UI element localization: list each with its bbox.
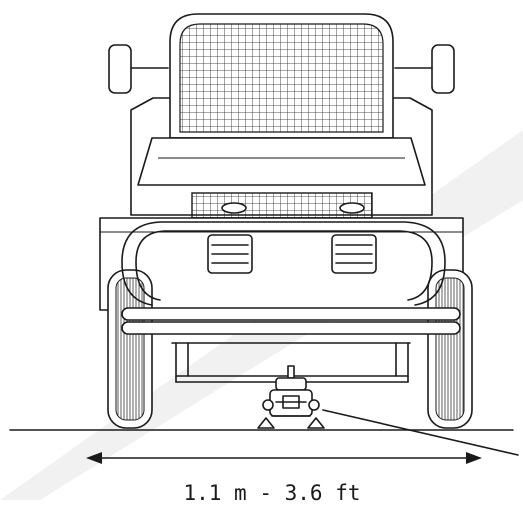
truck	[99, 13, 473, 429]
lower-bumper	[121, 321, 461, 335]
roll-cage-guard	[169, 13, 394, 139]
left-side-mirror	[108, 44, 169, 94]
right-headlight	[339, 202, 365, 214]
left-vent	[207, 234, 253, 274]
left-headlight	[221, 202, 247, 214]
hood	[137, 137, 426, 186]
inspection-robot	[257, 365, 325, 429]
leader-line	[322, 409, 519, 456]
upper-bumper	[121, 307, 461, 321]
right-vent	[331, 234, 377, 274]
right-side-mirror	[394, 44, 455, 94]
width-dimension-arrow	[86, 452, 482, 464]
right-wheel	[427, 269, 473, 429]
brush-guard	[121, 221, 446, 306]
dimension-label: 1.1 m - 3.6 ft	[183, 481, 360, 505]
